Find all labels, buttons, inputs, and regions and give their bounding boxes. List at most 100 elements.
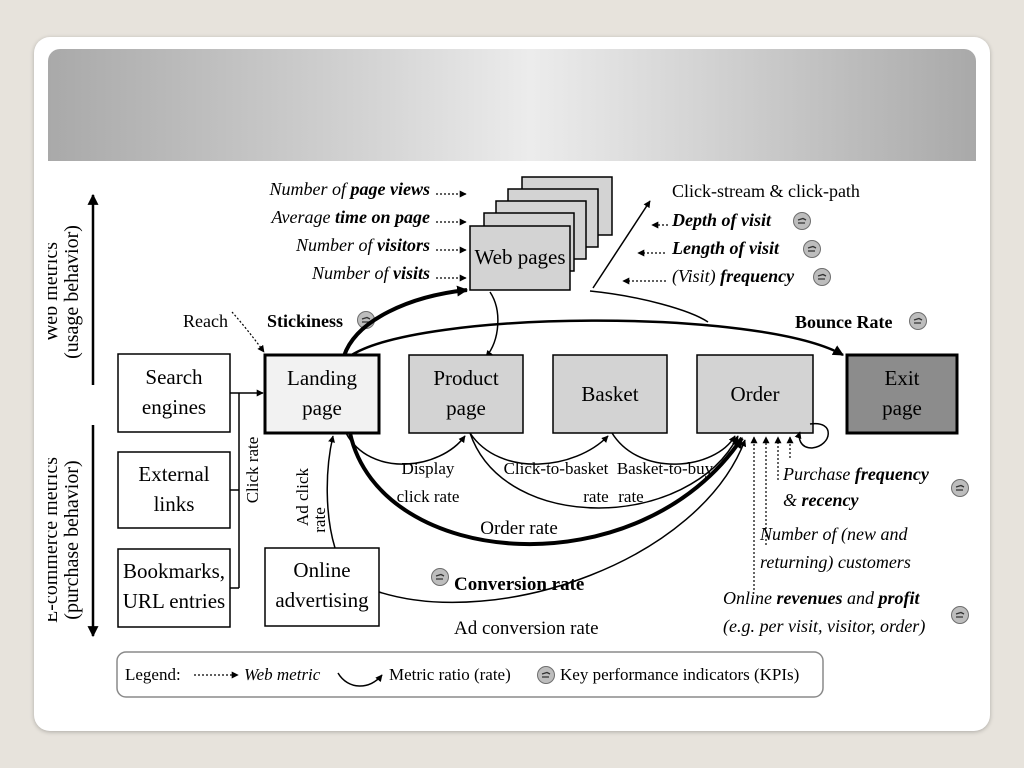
click-to-basket-arc (469, 432, 609, 465)
bookmarks-box (117, 548, 231, 628)
legend: Legend: Web metric Metric ratio (rate) K… (116, 651, 824, 698)
visitors-metric: Number of visitors (295, 235, 430, 255)
ad-click-arrow (326, 435, 336, 549)
click-rate-label: Click rate (243, 437, 262, 504)
kpi-icon (950, 605, 970, 625)
web-pages-stack: Web pages (469, 176, 613, 291)
legend-kpi: Key performance indicators (KPIs) (560, 665, 799, 684)
purchase-behavior-label: (purchase behavior) (61, 460, 83, 619)
visit-metrics: Depth of visit Length of visit (Visit) f… (671, 210, 795, 287)
conversion-rate-arc (348, 432, 744, 547)
web-pages-label: Web pages (474, 245, 565, 269)
reach-label: Reach (183, 311, 228, 331)
svg-text:rate: rate (583, 487, 608, 506)
time-on-page-metric: Average time on page (271, 207, 430, 227)
svg-text:URL entries: URL entries (123, 589, 225, 613)
ad-conversion-rate-label: Ad conversion rate (454, 618, 599, 639)
recency-label: & recency (783, 490, 859, 510)
purchase-frequency-label: Purchase frequency (782, 464, 930, 484)
svg-text:rate: rate (310, 507, 329, 532)
customers-label: Number of (new and (759, 524, 908, 545)
legend-web-metric: Web metric (244, 665, 321, 684)
svg-text:page: page (302, 396, 342, 420)
web-pages-to-product-arrow (485, 291, 499, 358)
svg-text:page: page (882, 396, 922, 420)
length-of-visit: Length of visit (671, 238, 780, 258)
web-metrics-label: Web metrics (48, 242, 62, 342)
search-engines-box (117, 353, 231, 433)
kpi-icon (430, 567, 450, 587)
kpi-icon (908, 311, 928, 331)
click-to-basket-label: Click-to-basket (504, 459, 609, 478)
order-label: Order (731, 382, 780, 406)
visit-metric-arrows (622, 221, 668, 285)
ad-conversion-rate-arc (378, 439, 747, 604)
bounce-rate-label: Bounce Rate (795, 312, 893, 332)
order-loop-arrow (794, 422, 829, 449)
svg-text:engines: engines (142, 395, 206, 419)
svg-text:returning) customers: returning) customers (760, 552, 911, 573)
exit-page-box (845, 353, 959, 435)
visits-metric: Number of visits (311, 263, 430, 283)
visit-frequency: (Visit) frequency (672, 266, 795, 287)
svg-text:Bookmarks,: Bookmarks, (123, 559, 225, 583)
kpi-icon (802, 239, 822, 259)
basket-box (552, 354, 668, 434)
conversion-rate-label: Conversion rate (454, 574, 584, 595)
source-connectors (230, 389, 264, 589)
svg-text:(e.g. per visit, visitor, orde: (e.g. per visit, visitor, order) (723, 616, 925, 637)
ecommerce-metrics-label: E-commerce metrics (48, 457, 62, 623)
svg-text:click rate: click rate (397, 487, 460, 506)
landing-page-label: Landing (287, 366, 357, 390)
page-views-metric: Number of page views (269, 179, 430, 199)
product-page-label: Product (433, 366, 498, 390)
usage-behavior-label: (usage behavior) (61, 225, 83, 359)
svg-text:Search: Search (145, 365, 203, 389)
web-analytics-diagram: Web metrics (usage behavior) E-commerce … (48, 176, 970, 698)
order-metrics: Purchase frequency & recency Number of (… (723, 464, 930, 637)
order-metric-arrows (750, 436, 794, 590)
svg-text:links: links (154, 492, 195, 516)
display-click-rate-arc (345, 432, 466, 465)
revenues-profit-label: Online revenues and profit (723, 588, 921, 608)
legend-curve-arrow (337, 672, 383, 687)
order-rate-label: Order rate (480, 518, 558, 539)
order-box (696, 354, 814, 434)
basket-to-buy-label: Basket-to-buy (617, 459, 714, 478)
svg-text:advertising: advertising (275, 588, 369, 612)
legend-metric-ratio: Metric ratio (rate) (389, 665, 511, 684)
traffic-sources: Search engines External links Bookmarks,… (117, 353, 380, 628)
svg-text:page: page (446, 396, 486, 420)
rate-labels: Display click rate Click-to-basket rate … (397, 459, 714, 506)
bounce-rate-arrow (349, 319, 844, 358)
click-stream-label: Click-stream & click-path (672, 181, 860, 201)
kpi-icon (536, 665, 556, 685)
slide-title-banner (48, 49, 976, 161)
kpi-icon (792, 211, 812, 231)
ad-click-rate-label: Ad click (293, 467, 312, 526)
kpi-icon (812, 267, 832, 287)
basket-label: Basket (581, 382, 638, 406)
svg-text:rate: rate (618, 487, 643, 506)
web-metrics-inputs: Number of page views Average time on pag… (269, 179, 430, 283)
click-stream-arrow (592, 200, 651, 289)
basket-to-buy-arc (611, 432, 736, 465)
kpi-icon (950, 478, 970, 498)
online-advertising-box (264, 547, 380, 627)
depth-of-visit: Depth of visit (671, 210, 772, 230)
side-axis: Web metrics (usage behavior) E-commerce … (48, 193, 99, 638)
external-links-box (117, 451, 231, 529)
order-rate-arc (469, 432, 739, 509)
svg-text:Online: Online (293, 558, 350, 582)
diagram-panel: Web metrics (usage behavior) E-commerce … (48, 161, 976, 710)
legend-label: Legend: (125, 665, 181, 684)
web-pages-to-exit-curve (589, 290, 709, 323)
display-click-rate-label: Display (402, 459, 455, 478)
exit-page-label: Exit (885, 366, 920, 390)
stickiness-label: Stickiness (267, 311, 343, 331)
landing-page-box (263, 353, 381, 435)
product-page-box (408, 354, 524, 434)
web-metric-arrows (436, 190, 467, 282)
stickiness-arrow (342, 285, 469, 357)
svg-text:External: External (138, 462, 209, 486)
